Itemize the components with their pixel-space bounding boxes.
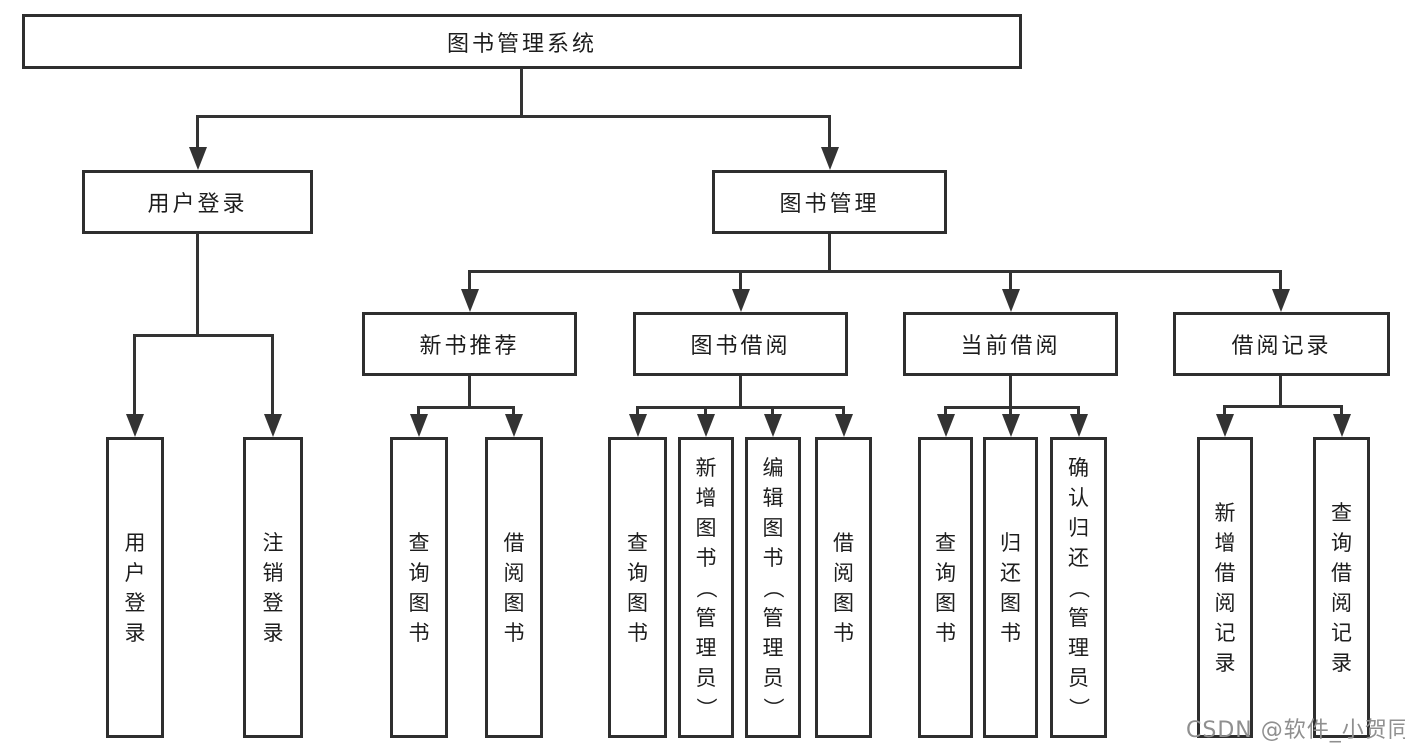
connector-line	[133, 334, 136, 415]
leaf-label: 查询图书	[935, 530, 956, 645]
leaf-borrow-books: 借阅图书	[815, 437, 872, 738]
node-current-borrow: 当前借阅	[903, 312, 1118, 376]
connector-line	[1223, 405, 1343, 408]
connector-line	[704, 406, 707, 416]
connector-line	[636, 406, 845, 409]
node-user-login: 用户登录	[82, 170, 313, 234]
leaf-return-books: 归还图书	[983, 437, 1038, 738]
connector-line	[944, 406, 947, 416]
connector-line	[133, 334, 274, 337]
connector-line	[828, 115, 831, 151]
leaf-query-books-borrow: 查询图书	[608, 437, 667, 738]
arrow-head	[732, 289, 750, 312]
connector-line	[196, 115, 831, 118]
connector-line	[1340, 405, 1343, 416]
node-new-book-recommend: 新书推荐	[362, 312, 577, 376]
arrow-head	[629, 414, 647, 437]
arrow-head	[1272, 289, 1290, 312]
arrow-head	[410, 414, 428, 437]
leaf-label: 借阅图书	[833, 530, 854, 645]
leaf-query-borrow-record: 查询借阅记录	[1313, 437, 1370, 738]
leaf-label: 查询图书	[627, 530, 648, 645]
connector-line	[828, 234, 831, 273]
leaf-logout: 注销登录	[243, 437, 303, 738]
node-borrow-record: 借阅记录	[1173, 312, 1390, 376]
leaf-label: 编辑图书（管理员）	[761, 455, 785, 719]
leaf-confirm-return-admin: 确认归还（管理员）	[1050, 437, 1107, 738]
csdn-watermark: CSDN @软件_小贺同学	[1186, 718, 1405, 743]
leaf-user-login: 用户登录	[106, 437, 164, 738]
arrow-head	[821, 147, 839, 170]
connector-line	[1223, 405, 1226, 416]
leaf-label: 确认归还（管理员）	[1066, 455, 1091, 719]
arrow-head	[697, 414, 715, 437]
leaf-label: 查询借阅记录	[1331, 500, 1352, 675]
arrow-head	[461, 289, 479, 312]
arrow-head	[1002, 414, 1020, 437]
connector-line	[417, 406, 420, 416]
leaf-label: 新增图书（管理员）	[694, 455, 718, 719]
connector-line	[944, 406, 1080, 409]
node-label: 图书借阅	[690, 334, 791, 359]
connector-line	[739, 376, 742, 409]
leaf-query-books-recommend: 查询图书	[390, 437, 448, 738]
arrow-head	[264, 414, 282, 437]
node-book-management: 图书管理	[712, 170, 947, 234]
connector-line	[1279, 270, 1282, 290]
leaf-label: 用户登录	[124, 530, 146, 645]
node-label: 新书推荐	[419, 334, 520, 359]
connector-line	[196, 115, 199, 151]
arrow-head	[1070, 414, 1088, 437]
connector-line	[771, 406, 774, 416]
node-label: 图书管理系统	[446, 31, 597, 57]
leaf-query-books-current: 查询图书	[918, 437, 973, 738]
arrow-head	[764, 414, 782, 437]
node-library-management-system: 图书管理系统	[22, 14, 1022, 69]
connector-line	[1009, 406, 1012, 416]
connector-line	[417, 406, 515, 409]
arrow-head	[835, 414, 853, 437]
leaf-label: 注销登录	[262, 530, 284, 645]
leaf-label: 归还图书	[1000, 530, 1021, 645]
node-label: 用户登录	[147, 192, 248, 217]
leaf-label: 查询图书	[408, 530, 430, 645]
connector-line	[1009, 270, 1012, 290]
leaf-add-borrow-record: 新增借阅记录	[1197, 437, 1253, 738]
arrow-head	[126, 414, 144, 437]
connector-line	[468, 270, 1282, 273]
node-label: 借阅记录	[1231, 334, 1332, 359]
connector-line	[1279, 376, 1282, 408]
connector-line	[1009, 376, 1012, 409]
leaf-add-book-admin: 新增图书（管理员）	[678, 437, 734, 738]
connector-line	[636, 406, 639, 416]
connector-line	[196, 233, 199, 337]
node-label: 当前借阅	[960, 334, 1061, 359]
leaf-borrow-books-recommend: 借阅图书	[485, 437, 543, 738]
connector-line	[739, 270, 742, 290]
leaf-label: 借阅图书	[503, 530, 525, 645]
connector-line	[1077, 406, 1080, 416]
leaf-edit-book-admin: 编辑图书（管理员）	[745, 437, 801, 738]
node-label: 图书管理	[779, 192, 880, 217]
arrow-head	[505, 414, 523, 437]
leaf-label: 新增借阅记录	[1214, 500, 1236, 675]
connector-line	[520, 68, 523, 118]
connector-line	[512, 406, 515, 416]
arrow-head	[1216, 414, 1234, 437]
connector-line	[468, 376, 471, 409]
arrow-head	[1333, 414, 1351, 437]
arrow-head	[189, 147, 207, 170]
connector-line	[842, 406, 845, 416]
connector-line	[271, 334, 274, 415]
connector-line	[468, 270, 471, 290]
node-book-borrow: 图书借阅	[633, 312, 848, 376]
arrow-head	[1002, 289, 1020, 312]
arrow-head	[937, 414, 955, 437]
